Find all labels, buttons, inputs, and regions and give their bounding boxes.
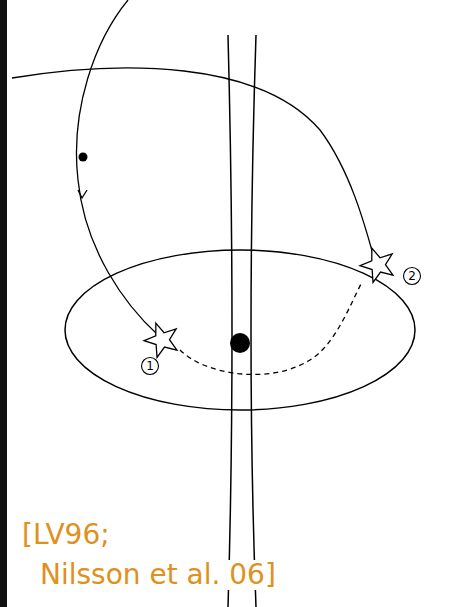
star-symbol (356, 242, 399, 284)
orbiting-star-dot (79, 153, 88, 162)
accretion-disk (65, 250, 415, 410)
orbit-path (76, 0, 158, 335)
edge-bar (0, 0, 7, 607)
number-circle (404, 268, 421, 285)
dashed-orbit (180, 282, 362, 374)
citation: [LV96; (20, 520, 112, 550)
black-hole (230, 333, 250, 353)
star-symbol (140, 317, 183, 359)
callout-number: 2 (405, 270, 419, 282)
callout-number: 1 (143, 360, 157, 372)
citation: Nilsson et al. 06] (38, 560, 278, 590)
orbit-path (12, 68, 374, 258)
jet-line (228, 35, 232, 607)
number-circle (142, 358, 159, 375)
direction-arrow (78, 190, 87, 198)
jet-line (251, 35, 256, 607)
